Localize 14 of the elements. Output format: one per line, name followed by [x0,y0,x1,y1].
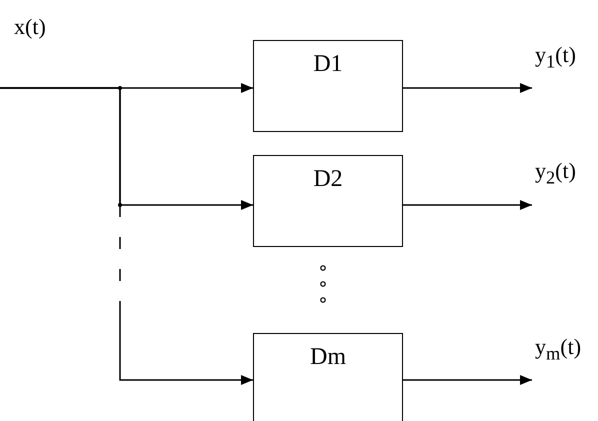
signal-label: x(t) [14,16,46,38]
block-box [253,155,403,247]
signal-label: y$_{1}$(t) [535,44,576,71]
signal-label: y$_{m}$(t) [535,336,582,363]
arrow [403,375,532,385]
arrow [0,87,253,385]
block-label: Dm [310,344,346,371]
block-box [253,333,403,421]
arrow [403,200,532,210]
block-box [253,40,403,132]
signal-label: y$_{2}$(t) [535,160,576,187]
block-label: D1 [313,51,343,78]
block-label: D2 [313,166,343,193]
arrow [403,83,532,93]
